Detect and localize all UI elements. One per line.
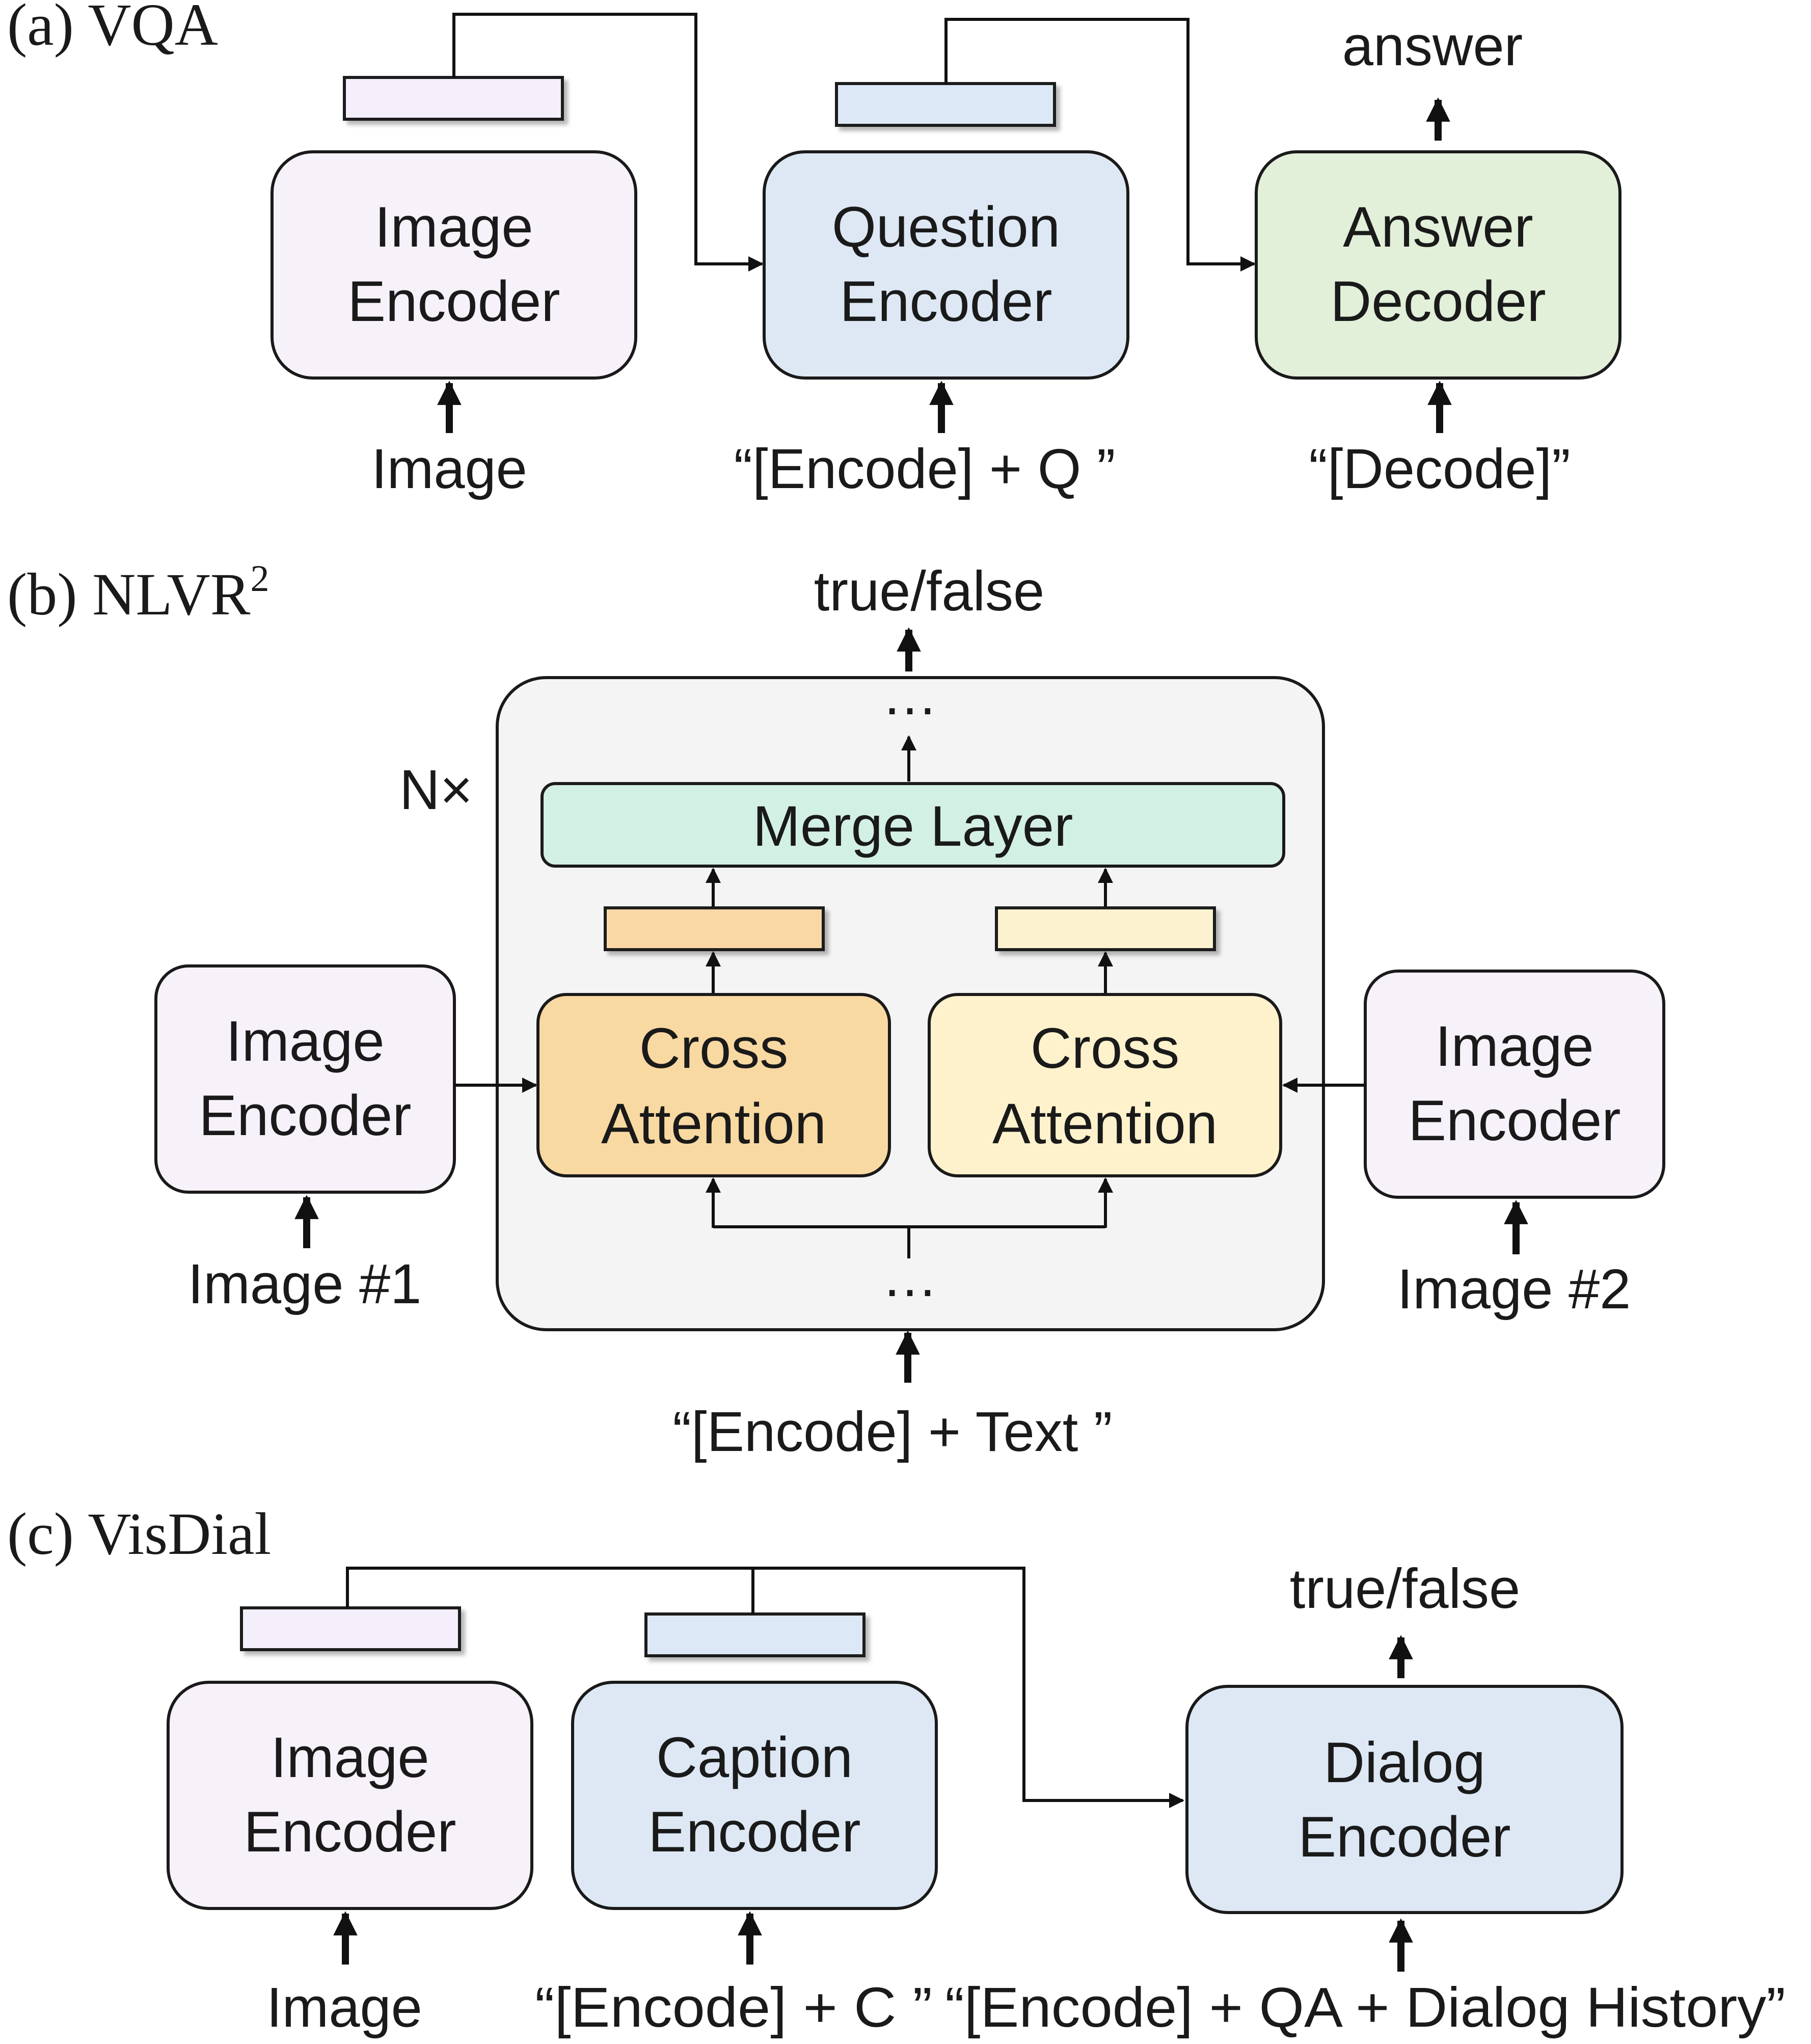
nlvr-title-superscript: 2: [250, 558, 269, 600]
nlvr-input-text: “[Encode] + Text ”: [672, 1401, 1112, 1463]
answer-decoder-line1: Answer: [1343, 195, 1533, 259]
cross-attention-right-line1: Cross: [1031, 1016, 1179, 1080]
right-image-encoder-line1: Image: [1435, 1014, 1593, 1078]
repeat-label: N×: [399, 759, 473, 821]
visdial-input-image: Image: [266, 1976, 422, 2039]
caption-encoder-block: Caption Encoder: [571, 1681, 938, 1910]
panel-visdial: (c) VisDial Image Encoder Caption Encode…: [7, 1500, 1786, 2039]
question-to-decoder-connector: [944, 18, 1256, 272]
question-encoder-line2: Encoder: [840, 270, 1052, 333]
vqa-output-answer: answer: [1342, 15, 1523, 77]
visdial-title: (c) VisDial: [7, 1500, 271, 1567]
cross-attention-right-line2: Attention: [992, 1092, 1218, 1155]
question-encoder-block: Question Encoder: [763, 150, 1129, 380]
visdial-image-encoder-block: Image Encoder: [167, 1681, 533, 1910]
left-attention-feature-bar: [604, 906, 825, 951]
visdial-image-encoder-line1: Image: [271, 1726, 429, 1789]
text-fanout-connector: [713, 1225, 1105, 1258]
visdial-output-label: true/false: [1290, 1557, 1520, 1620]
answer-decoder-block: Answer Decoder: [1255, 150, 1621, 380]
image-encoder-line1: Image: [374, 195, 533, 259]
merge-layer-label: Merge Layer: [753, 794, 1073, 858]
panel-nlvr2: (b) NLVR2 true/false N× … Merge Layer Cr…: [7, 558, 1665, 1463]
right-attention-feature-bar: [995, 906, 1216, 951]
vqa-input-image: Image: [371, 438, 527, 500]
cross-attention-left-line1: Cross: [639, 1016, 788, 1080]
cross-attention-left-block: Cross Attention: [536, 993, 891, 1177]
vqa-input-decode: “[Decode]”: [1309, 438, 1571, 500]
nlvr-title-main: (b) NLVR: [7, 561, 251, 628]
visdial-input-dialog: “[Encode] + QA + Dialog History”: [945, 1976, 1786, 2039]
nlvr-title: (b) NLVR2: [7, 558, 269, 628]
features-to-dialog-connector: [346, 1567, 1184, 1808]
image-encoder-line2: Encoder: [347, 270, 560, 333]
visdial-image-feature-bar: [240, 1606, 461, 1651]
dialog-encoder-line1: Dialog: [1323, 1731, 1485, 1794]
caption-encoder-line2: Encoder: [648, 1800, 860, 1864]
nlvr-image-encoder-left-block: Image Encoder: [154, 964, 456, 1194]
nlvr-input-image-2: Image #2: [1397, 1258, 1631, 1321]
vqa-image-encoder-block: Image Encoder: [271, 150, 637, 380]
bottom-ellipsis: …: [882, 1246, 938, 1308]
panel-vqa: (a) VQA Image Encoder Question Encoder A…: [7, 0, 1621, 500]
dialog-encoder-line2: Encoder: [1298, 1805, 1510, 1869]
question-feature-bar: [835, 82, 1056, 127]
image-to-question-connector: [452, 13, 764, 272]
merge-layer-block: Merge Layer: [540, 782, 1285, 868]
cross-attention-right-block: Cross Attention: [928, 993, 1282, 1177]
cross-attention-left-line2: Attention: [601, 1092, 826, 1155]
top-ellipsis: …: [882, 664, 938, 727]
caption-feature-bar: [644, 1612, 866, 1657]
caption-encoder-line1: Caption: [656, 1726, 853, 1789]
left-image-encoder-line1: Image: [226, 1009, 384, 1073]
answer-decoder-line2: Decoder: [1330, 270, 1546, 333]
visdial-image-encoder-line2: Encoder: [244, 1800, 456, 1864]
left-image-encoder-line2: Encoder: [199, 1084, 411, 1147]
nlvr-image-encoder-right-block: Image Encoder: [1364, 970, 1665, 1199]
visdial-input-caption: “[Encode] + C ”: [535, 1976, 932, 2039]
vqa-input-question: “[Encode] + Q ”: [734, 438, 1116, 500]
image-feature-bar: [343, 76, 564, 121]
right-image-encoder-line2: Encoder: [1408, 1089, 1620, 1152]
nlvr-input-image-1: Image #1: [188, 1253, 422, 1315]
question-encoder-line1: Question: [832, 195, 1060, 259]
dialog-encoder-block: Dialog Encoder: [1185, 1685, 1624, 1914]
vqa-title: (a) VQA: [7, 0, 218, 58]
nlvr-output-label: true/false: [814, 560, 1044, 623]
